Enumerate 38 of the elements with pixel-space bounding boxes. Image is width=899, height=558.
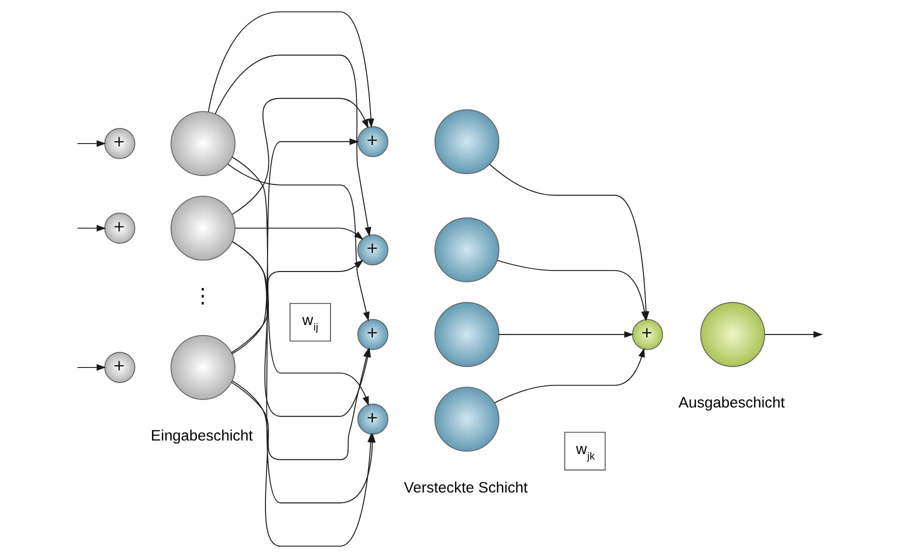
arrow: [232, 98, 368, 215]
node-circle: [434, 217, 500, 282]
node-circle: [434, 302, 500, 367]
arrow: [77, 140, 106, 147]
label: Ausgabeschicht: [678, 394, 785, 412]
label: ⋮: [192, 285, 214, 308]
arrow: [232, 138, 359, 354]
node-circle: +: [357, 234, 388, 266]
node-circle: [434, 109, 500, 174]
arrow: [232, 380, 374, 547]
label: Eingabeschicht: [150, 428, 253, 445]
node-circle: [434, 386, 500, 452]
arrow: [494, 348, 645, 404]
arrow: [234, 228, 364, 240]
node-circle: +: [632, 318, 664, 350]
node-circle: [170, 111, 236, 176]
node-circle: +: [104, 128, 136, 160]
node-circle: [170, 334, 236, 400]
node-circle: +: [104, 212, 136, 244]
label: Versteckte Schicht: [404, 479, 528, 496]
arrow: [496, 260, 648, 321]
arrow: [77, 224, 106, 232]
arrow: [227, 164, 370, 322]
arrow: [231, 260, 364, 354]
node-circle: +: [357, 404, 388, 435]
node-box: w$_{ij}$: [290, 302, 331, 342]
arrow: [77, 364, 106, 371]
arrow: [214, 54, 372, 237]
node-circle: +: [357, 126, 388, 158]
arrow: [232, 156, 369, 406]
node-circle: [700, 302, 766, 367]
arrow: [208, 11, 374, 128]
node-circle: +: [104, 352, 136, 383]
node-circle: [170, 196, 236, 261]
arrow: [764, 331, 823, 338]
node-circle: +: [357, 318, 388, 350]
node-box: w$_{jk}$: [564, 432, 606, 470]
arrow: [498, 331, 634, 338]
